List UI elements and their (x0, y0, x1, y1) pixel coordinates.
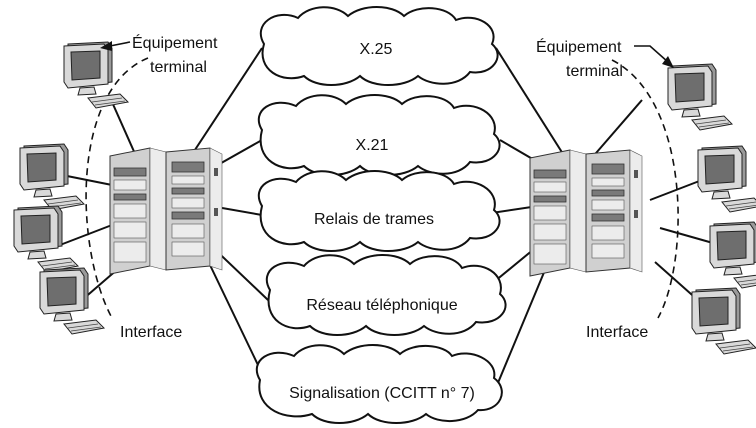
left-terminal-label-line2: terminal (150, 59, 207, 76)
cloud-signaling: Signalisation (CCITT n° 7) (255, 344, 503, 424)
right-terminal-label-line2: terminal (566, 63, 623, 80)
cloud-frame-relay: Relais de trames (257, 170, 501, 252)
right-arrowhead-icon (662, 56, 674, 68)
right-terminal-3 (709, 221, 756, 289)
right-terminal-4 (691, 287, 756, 355)
left-terminal-arrow (109, 41, 131, 47)
right-terminal-arrow (634, 45, 669, 63)
cloud-label-phone: Réseau téléphonique (306, 297, 457, 314)
cloud-label-signaling: Signalisation (CCITT n° 7) (289, 385, 475, 402)
cloud-label-frame-relay: Relais de trames (314, 211, 434, 228)
left-terminal-label-line1: Équipement (132, 33, 218, 52)
right-terminal-label-line1: Équipement (536, 37, 622, 56)
right-switch-rack (529, 149, 643, 277)
left-interface-arc (85, 57, 149, 319)
right-terminal-2 (697, 145, 756, 213)
cloud-x25: X.25 (259, 6, 499, 86)
cloud-label-x25: X.25 (360, 41, 393, 58)
left-switch-rack (109, 147, 223, 275)
right-terminal-1 (667, 63, 733, 131)
cloud-label-x21: X.21 (356, 137, 389, 154)
left-terminal-3 (13, 205, 79, 273)
cloud-phone: Réseau téléphonique (265, 254, 507, 336)
right-interface-arc (611, 59, 679, 319)
left-interface-label: Interface (120, 324, 182, 341)
left-terminal-4 (39, 267, 105, 335)
left-arrowhead-icon (100, 41, 112, 51)
cloud-x21: X.21 (257, 94, 501, 176)
left-terminal-1 (63, 41, 129, 109)
right-interface-label: Interface (586, 324, 648, 341)
